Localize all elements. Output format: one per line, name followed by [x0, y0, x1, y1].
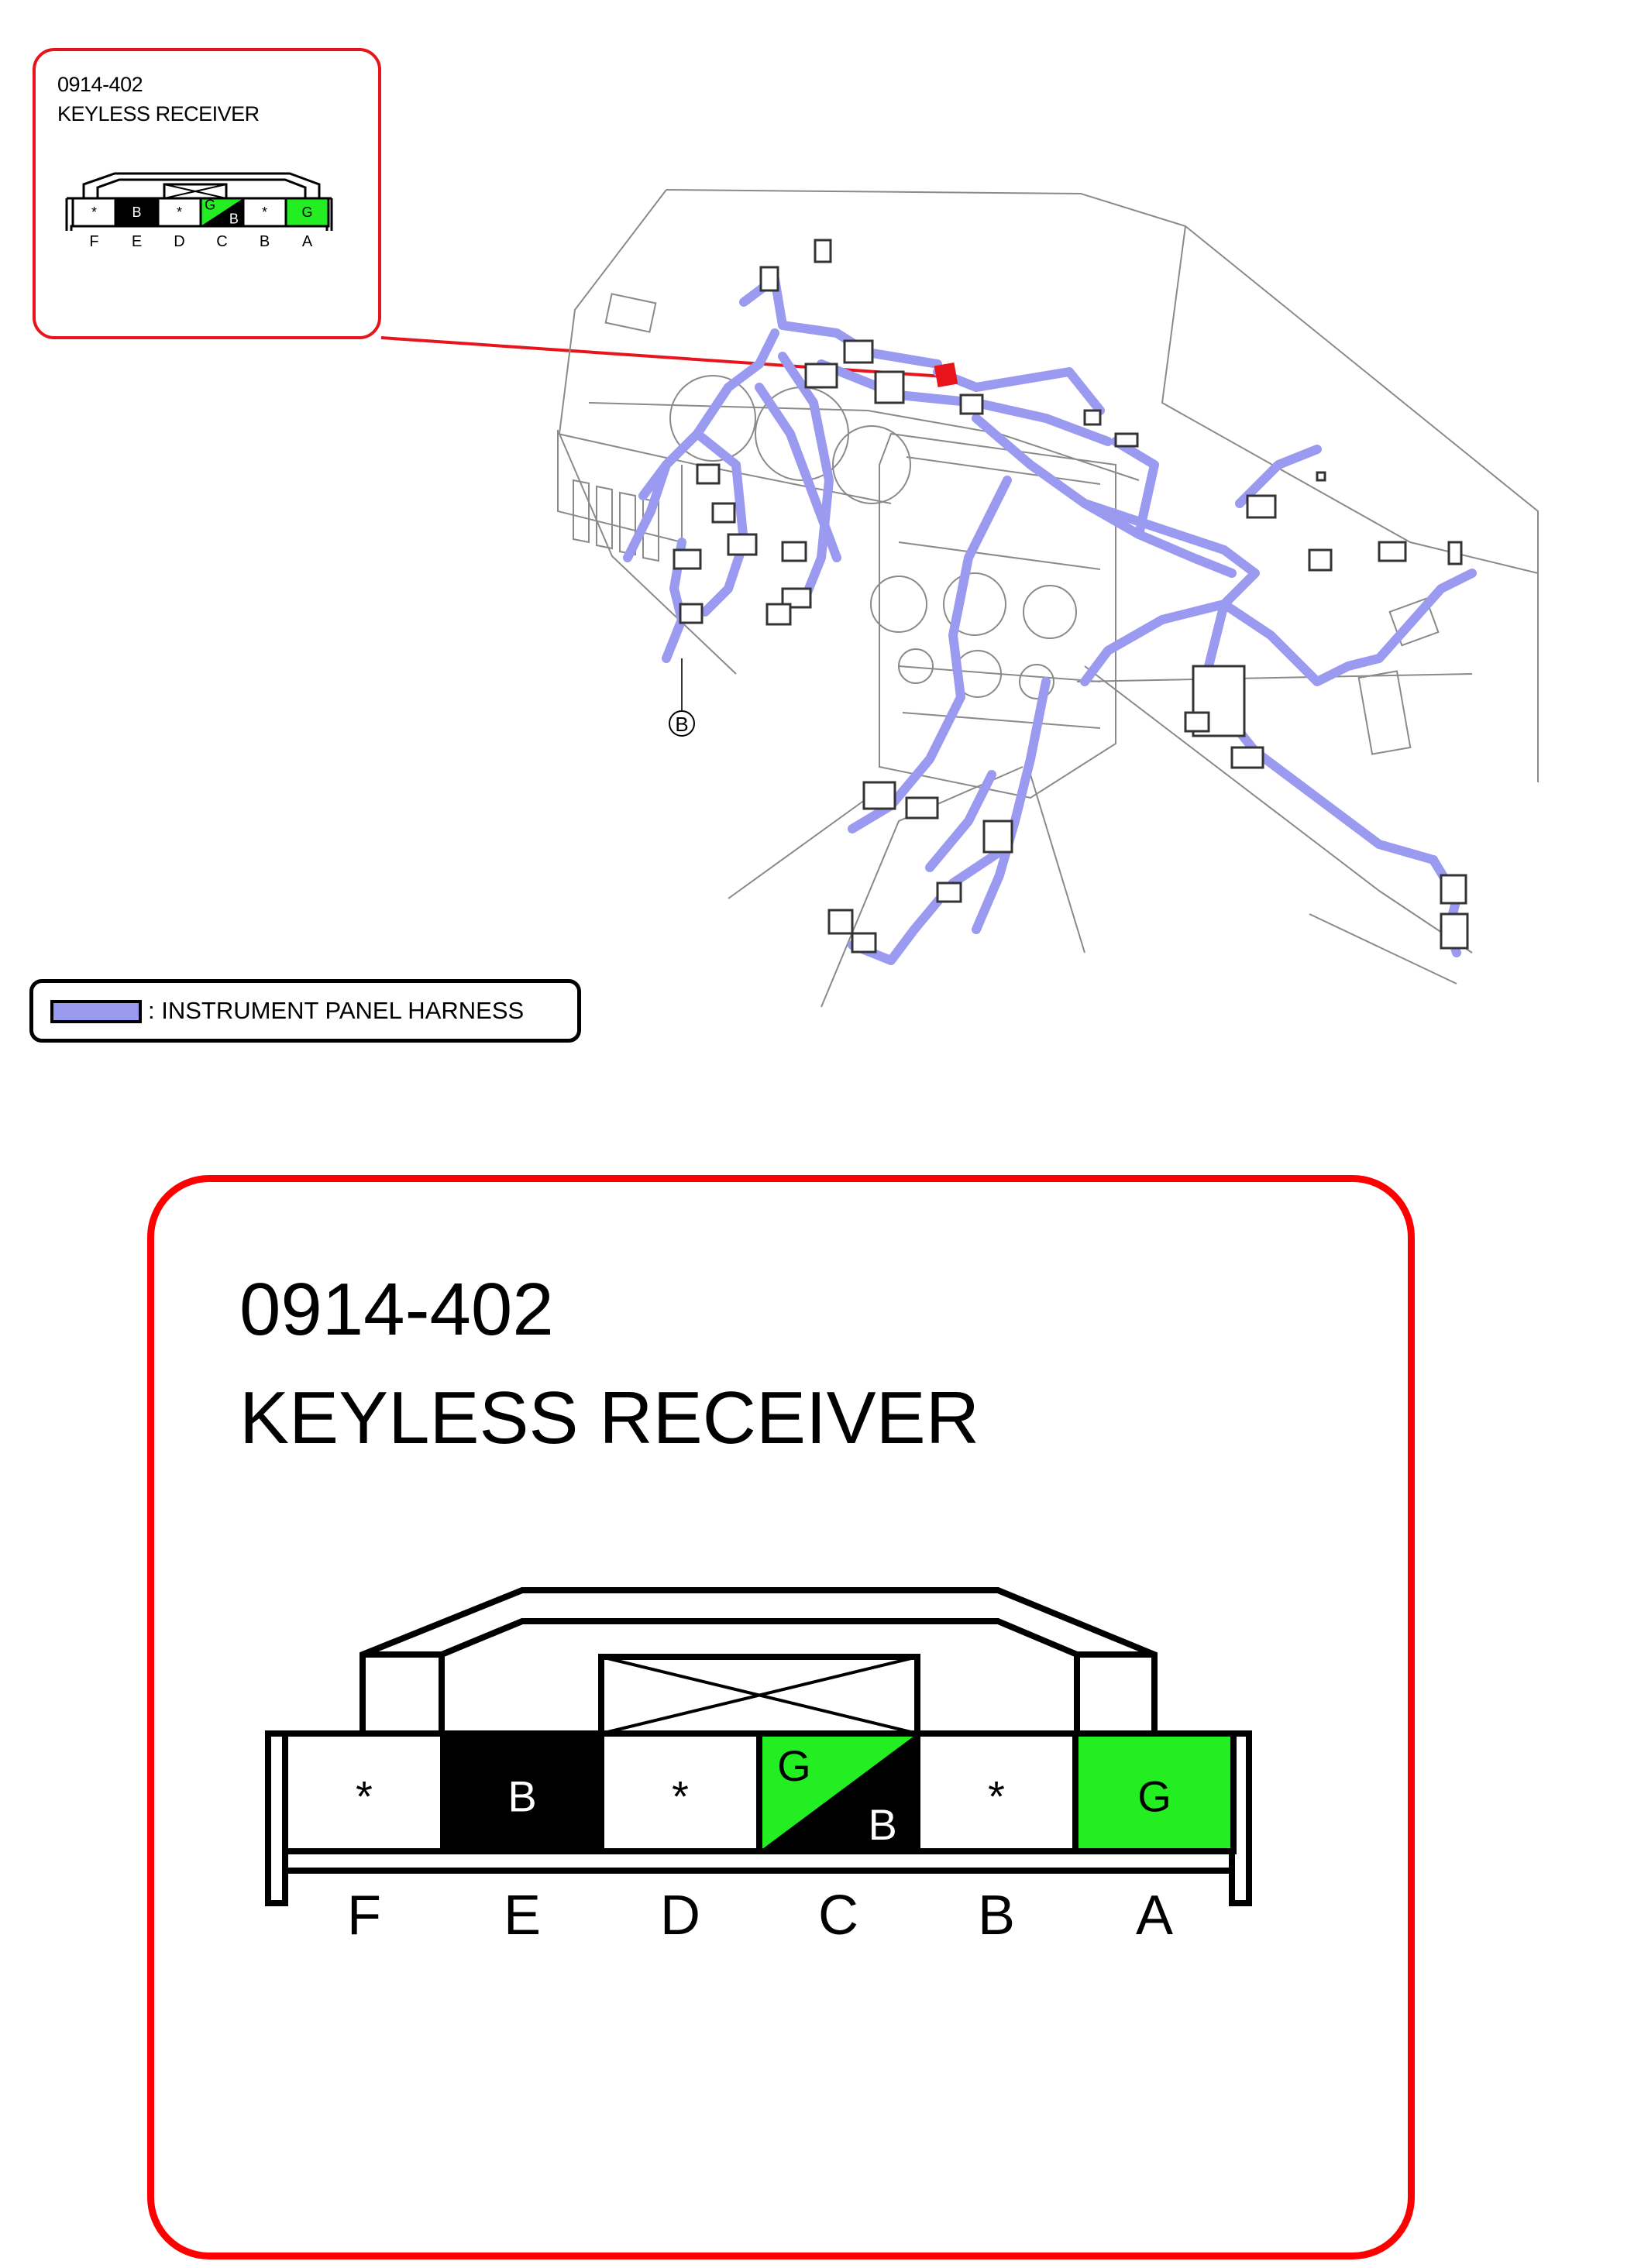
receiver-location-marker: [934, 362, 958, 388]
pin-letter: D: [174, 233, 184, 250]
pin-color-code: B: [132, 204, 141, 220]
connector-housing-outer: [360, 1587, 1158, 1734]
pin-E: BE: [440, 1730, 604, 1947]
pin-letter: C: [216, 233, 227, 250]
pin-letter: B: [978, 1885, 1015, 1947]
pin-color-code: *: [91, 204, 97, 220]
connector-housing-inner: [439, 1618, 1080, 1734]
pin-color-code: *: [356, 1771, 373, 1820]
pin-C: G BC: [756, 1730, 920, 1947]
legend-label: : INSTRUMENT PANEL HARNESS: [148, 997, 525, 1024]
small-part-number: 0914-402: [57, 73, 143, 96]
ground-marker-label: B: [675, 713, 688, 736]
pin-A: GA: [284, 197, 330, 250]
large-part-number: 0914-402: [239, 1268, 554, 1351]
pin-color-code: B: [507, 1771, 536, 1820]
pin-letter: C: [818, 1885, 858, 1947]
pin-letter: F: [89, 233, 98, 250]
pin-color-code: *: [262, 204, 267, 220]
pin-color-code: G: [301, 204, 312, 220]
legend: : INSTRUMENT PANEL HARNESS: [29, 979, 581, 1043]
pin-B: *B: [914, 1730, 1079, 1947]
pin-F: *F: [282, 1730, 446, 1947]
pin-letter: B: [260, 233, 270, 250]
large-component-name: KEYLESS RECEIVER: [239, 1376, 980, 1459]
small-component-name: KEYLESS RECEIVER: [57, 102, 260, 125]
pin-letter: E: [504, 1885, 541, 1947]
pin-letter: A: [302, 233, 313, 250]
pin-F: *F: [71, 197, 117, 250]
pin-color-code: G: [1137, 1771, 1171, 1820]
pin-color-bottom: B: [868, 1800, 896, 1849]
pin-color-top: G: [777, 1741, 811, 1790]
pin-A: GA: [1072, 1730, 1237, 1947]
pin-color-code: *: [177, 204, 182, 220]
pin-C: GBC: [199, 197, 245, 250]
pin-letter: F: [347, 1885, 381, 1947]
pin-letter: A: [1136, 1885, 1173, 1947]
ground-marker-circle: [669, 710, 695, 737]
large-connector-callout: 0914-402 KEYLESS RECEIVER: [147, 1175, 1415, 2259]
callout-leader-line: [380, 336, 944, 378]
dashboard-outline: [557, 189, 1539, 1008]
harness-connectors: [673, 239, 1469, 954]
pin-color-code: *: [672, 1771, 689, 1820]
pin-B: *B: [242, 197, 287, 250]
pin-letter: D: [660, 1885, 700, 1947]
pin-color-code: *: [988, 1771, 1005, 1820]
dashboard-harness-illustration: B: [380, 189, 1539, 1008]
pin-E: BE: [114, 197, 160, 250]
pin-color-top: G: [205, 197, 215, 212]
pin-color-bottom: B: [229, 211, 239, 226]
pin-D: *D: [598, 1730, 762, 1947]
pin-letter: E: [132, 233, 142, 250]
harness-color-swatch: [50, 1000, 142, 1023]
